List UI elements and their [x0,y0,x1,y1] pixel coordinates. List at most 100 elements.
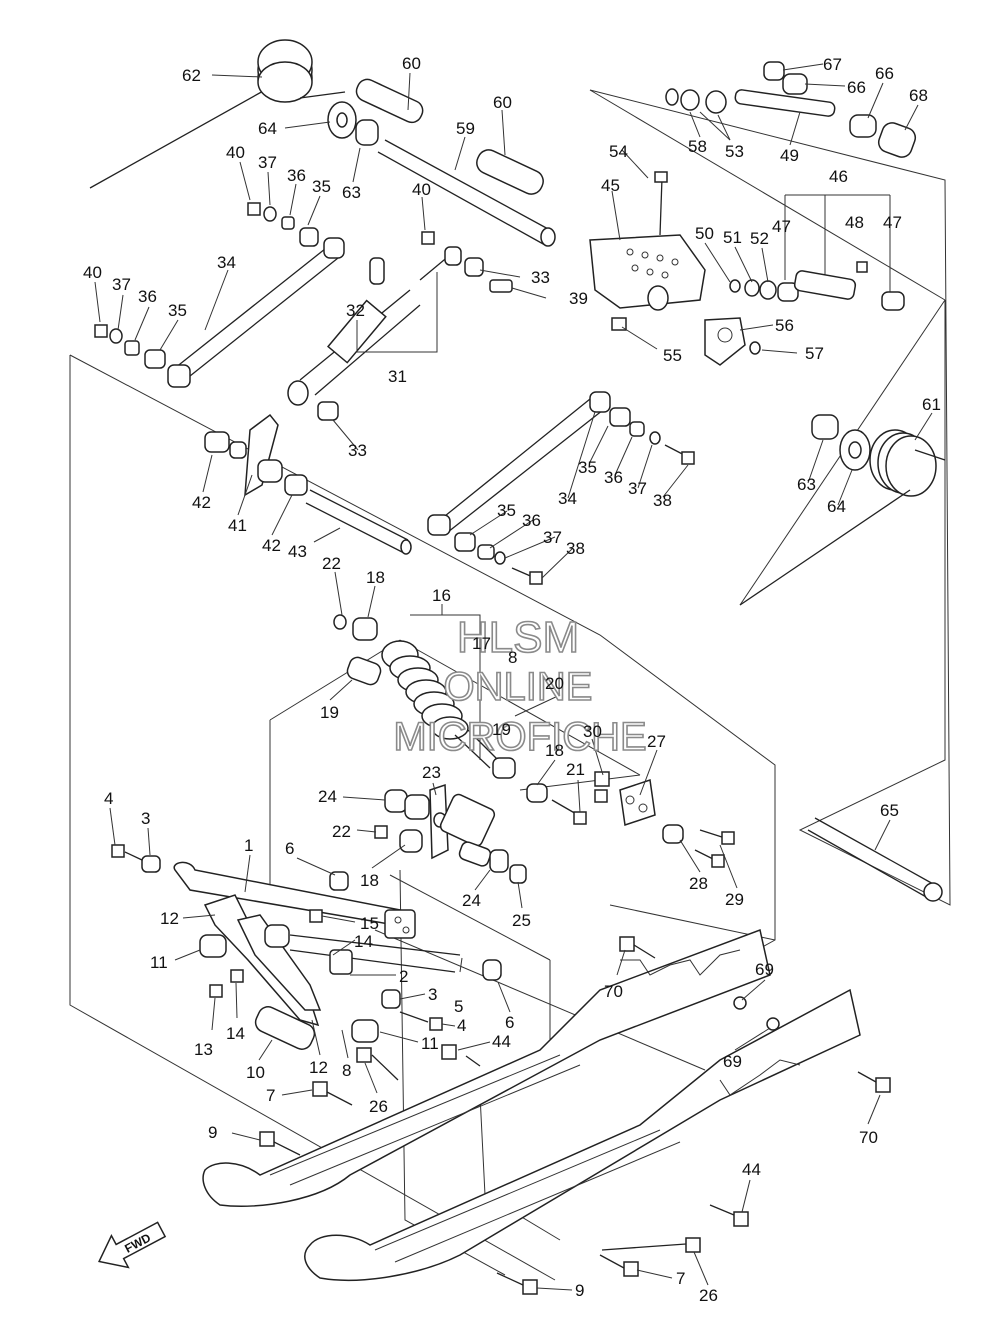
callout: 70 [604,982,623,1001]
callout: 8 [342,1061,351,1080]
callout: 37 [112,275,131,294]
callout: 18 [366,568,385,587]
callout: 42 [262,536,281,555]
callout: 24 [462,891,481,910]
callout: 36 [604,468,623,487]
callout: 54 [609,142,628,161]
callout: 14 [354,932,373,951]
callout: 19 [320,703,339,722]
watermark-line-1: HLSM [457,613,579,662]
callout: 64 [827,497,846,516]
collar-60-lower [476,149,544,195]
callout: 14 [226,1024,245,1043]
callout: 50 [695,224,714,243]
slide-rail-right [304,988,891,1295]
callout: 43 [288,542,307,561]
callout: 23 [422,763,441,782]
callout: 37 [628,479,647,498]
callout: 46 [829,167,848,186]
callout: 60 [402,54,421,73]
leader-lines [94,63,933,1291]
callout: 11 [150,953,168,972]
callout: 8 [508,648,517,667]
link-rod-lower [427,391,695,585]
callout: 30 [583,722,602,741]
callout: 36 [287,166,306,185]
callout: 28 [689,874,708,893]
callout: 47 [772,217,791,236]
callout: 67 [823,55,842,74]
callout: 22 [322,554,341,573]
callout: 32 [346,301,365,320]
callout: 69 [723,1052,742,1071]
callout: 70 [859,1128,878,1147]
callout: 7 [676,1269,685,1288]
callout: 16 [432,586,451,605]
callout: 33 [348,441,367,460]
rear-shock-absorber [333,614,587,825]
callout: 65 [880,801,899,820]
callout: 47 [883,213,902,232]
pivot-shaft-upper [355,119,556,247]
coil-spring [381,640,469,740]
callout: 35 [578,458,597,477]
cross-shaft-upper-right [665,61,917,158]
callout: 17 [472,634,491,653]
callout: 26 [369,1097,388,1116]
callout: 3 [428,985,437,1004]
callout: 2 [399,967,408,986]
callout: 10 [246,1063,265,1082]
callout: 27 [647,732,666,751]
callout: 66 [847,78,866,97]
callout: 13 [194,1040,213,1059]
callout: 35 [312,177,331,196]
callout: 26 [699,1286,718,1305]
callout: 69 [755,960,774,979]
callout: 15 [360,914,379,933]
callout: 62 [182,66,201,85]
callout: 61 [922,395,941,414]
callout: 64 [258,119,277,138]
callout: 33 [531,268,550,287]
callout: 49 [780,146,799,165]
callout: 63 [797,475,816,494]
callout: 4 [104,789,113,808]
callout: 60 [493,93,512,112]
callout: 36 [138,287,157,306]
callout: 58 [688,137,707,156]
callout: 68 [909,86,928,105]
slide-rail-left [202,928,771,1207]
torsion-spring-right [739,414,946,606]
pivot-hardware-right [729,194,905,311]
callout: 21 [566,760,585,779]
callout: 1 [244,836,253,855]
callout: 40 [83,263,102,282]
callout: 57 [805,344,824,363]
callout: 5 [454,997,463,1016]
callout: 34 [558,489,577,508]
front-arm-assembly [111,844,502,1156]
callout: 48 [845,213,864,232]
callout: 66 [875,64,894,83]
callout: 55 [663,346,682,365]
callout: 19 [492,720,511,739]
link-rod-upper [94,237,345,388]
callout: 20 [545,674,564,693]
callout: 42 [192,493,211,512]
callout: 45 [601,176,620,195]
link-hardware-upper [247,202,319,247]
callout: 41 [228,516,247,535]
callout: 35 [497,501,516,520]
callout: 24 [318,787,337,806]
callout: 12 [160,909,179,928]
watermark-line-2: ONLINE [444,665,593,709]
callout-labels: 62 60 60 64 59 63 40 37 36 35 40 54 45 5… [83,54,941,1305]
callout: 36 [522,511,541,530]
center-bracket [589,171,761,366]
callout: 7 [266,1086,275,1105]
callout: 22 [332,822,351,841]
callout: 38 [653,491,672,510]
callout: 4 [457,1016,466,1035]
callout: 39 [569,289,588,308]
